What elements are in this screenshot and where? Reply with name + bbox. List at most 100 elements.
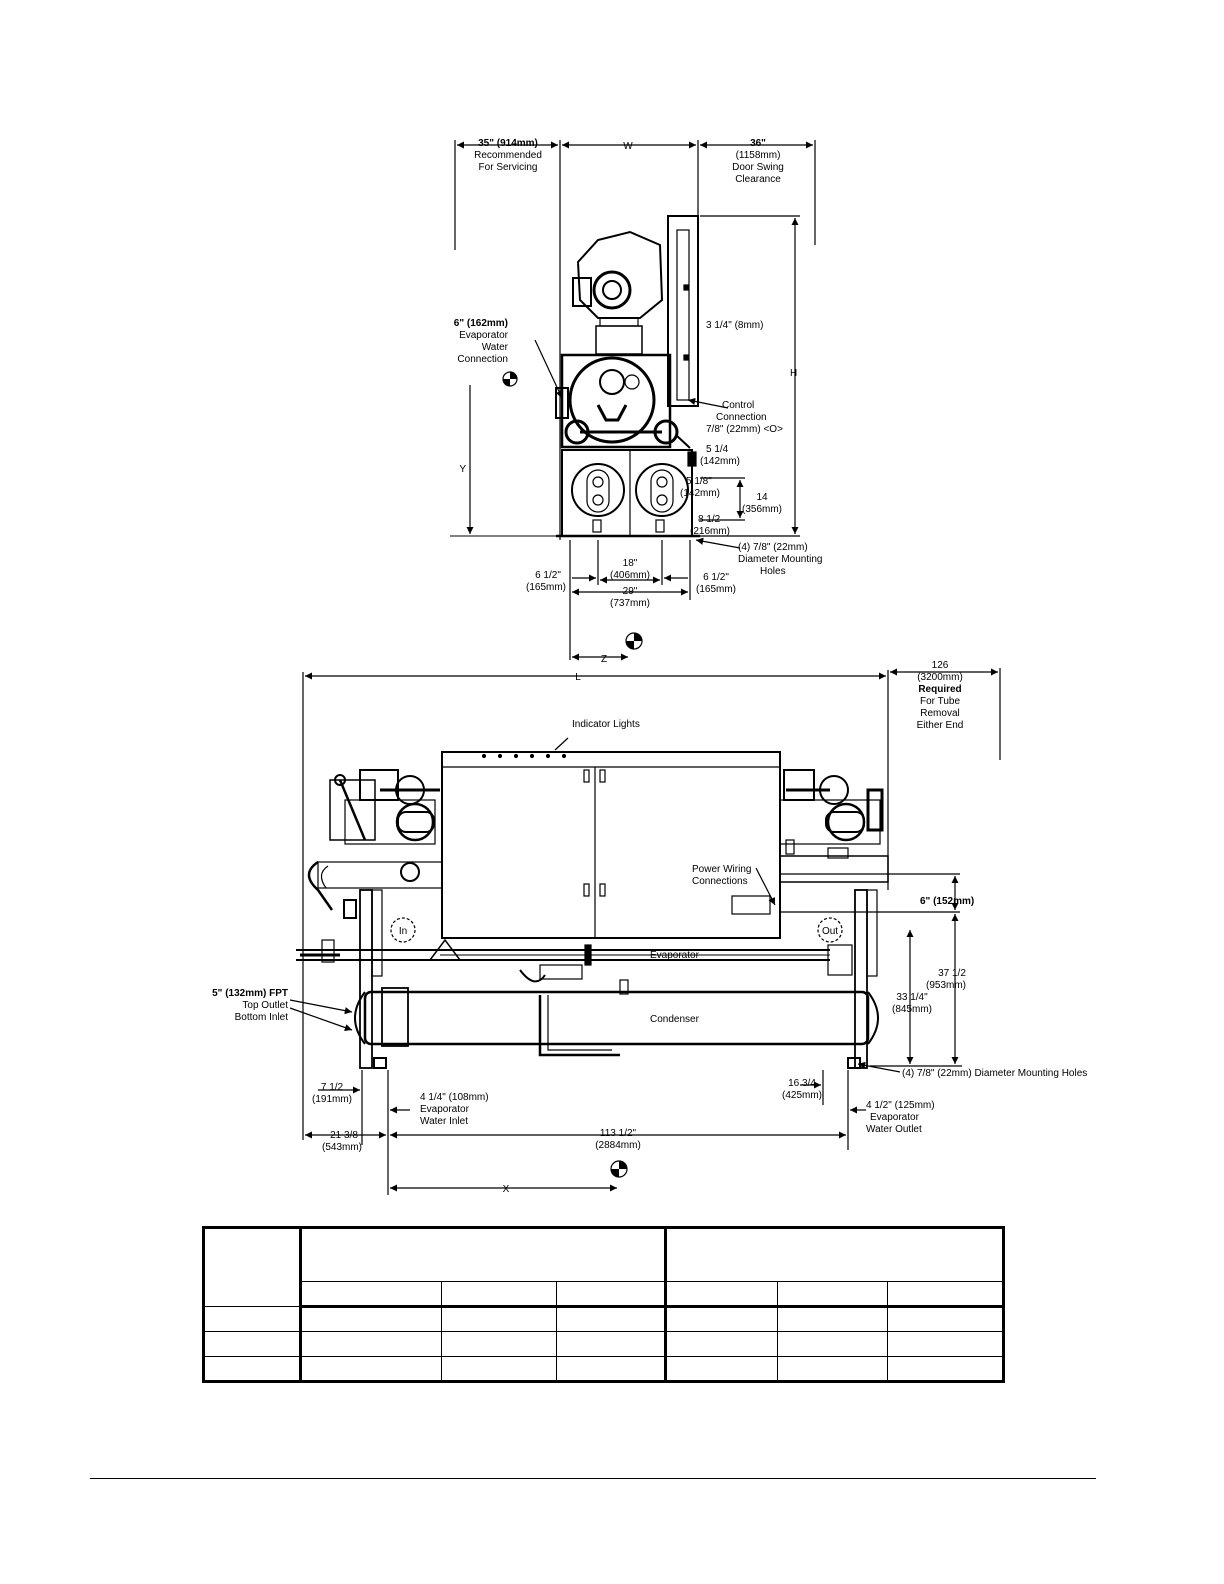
z-label: Z bbox=[601, 654, 607, 665]
center-of-gravity-icon bbox=[610, 1160, 628, 1178]
end-view bbox=[450, 140, 816, 661]
center-of-gravity-icon bbox=[625, 632, 643, 650]
mounting-holes-line2: Diameter Mounting bbox=[738, 554, 822, 565]
table-cell bbox=[202, 1355, 303, 1383]
table-cell bbox=[886, 1305, 1005, 1332]
evaporator-label: Evaporator bbox=[650, 950, 700, 961]
evap-conn-line1: 6" (162mm) bbox=[454, 318, 508, 329]
table-cell bbox=[556, 1355, 667, 1383]
length-label: L bbox=[575, 672, 581, 683]
dim-left-line2: (165mm) bbox=[526, 582, 566, 593]
dim-5-38-line2: (142mm) bbox=[680, 488, 720, 499]
control-conn-line2: Connection bbox=[716, 412, 767, 423]
footer-rule bbox=[90, 1478, 1096, 1479]
width-label: W bbox=[623, 141, 633, 152]
control-conn-line1: Control bbox=[722, 400, 754, 411]
table-cell bbox=[886, 1330, 1005, 1357]
dim-right-line1: 6 1/2" bbox=[703, 572, 729, 583]
table-cell bbox=[441, 1355, 558, 1383]
dim-7-line2: (191mm) bbox=[312, 1094, 352, 1105]
dim-14-line1: 14 bbox=[756, 492, 768, 503]
dim-33-line2: (845mm) bbox=[892, 1004, 932, 1015]
evap-outlet-line1: 4 1/2" (125mm) bbox=[866, 1100, 935, 1111]
dim-29-line2: (737mm) bbox=[610, 598, 650, 609]
table-cell bbox=[776, 1305, 888, 1332]
dim-5-14-line2: (142mm) bbox=[700, 456, 740, 467]
table-group-header-1 bbox=[300, 1226, 667, 1283]
table-cell bbox=[300, 1355, 443, 1383]
clearance-right-line4: Clearance bbox=[735, 174, 781, 185]
table-subheader bbox=[664, 1281, 778, 1308]
table-row bbox=[202, 1305, 1005, 1332]
table-subheader bbox=[441, 1281, 558, 1308]
dim-8-12-line1: 8 1/2 bbox=[698, 514, 721, 525]
dim-37-line2: (953mm) bbox=[926, 980, 966, 991]
dim-21-line2: (543mm) bbox=[322, 1142, 362, 1153]
table-cell bbox=[886, 1355, 1005, 1383]
tube-removal-line6: Either End bbox=[917, 720, 964, 731]
table-cell bbox=[664, 1355, 778, 1383]
table-row bbox=[202, 1330, 1005, 1357]
table-cell bbox=[202, 1330, 303, 1357]
center-of-gravity-icon bbox=[502, 371, 518, 387]
dim-5-14-line1: 5 1/4 bbox=[706, 444, 729, 455]
table-cell bbox=[202, 1305, 303, 1332]
table-cell bbox=[776, 1355, 888, 1383]
dim-18-line1: 18" bbox=[623, 558, 638, 569]
front-view-labels: L 126 (3200mm) Required For Tube Removal… bbox=[212, 660, 1087, 1195]
dim-7-line1: 7 1/2 bbox=[321, 1082, 344, 1093]
cond-inlet-line1: 5" (132mm) FPT bbox=[212, 988, 288, 999]
table-cell bbox=[300, 1330, 443, 1357]
table-subheader bbox=[300, 1281, 443, 1308]
dim-right-line2: (165mm) bbox=[696, 584, 736, 595]
control-conn-line3: 7/8" (22mm) <O> bbox=[706, 424, 783, 435]
tube-removal-line2: (3200mm) bbox=[917, 672, 963, 683]
tube-removal-line1: 126 bbox=[932, 660, 949, 671]
tube-removal-line5: Removal bbox=[920, 708, 959, 719]
clearance-right-line2: (1158mm) bbox=[736, 150, 781, 161]
x-label: X bbox=[503, 1184, 510, 1195]
cond-inlet-line2: Top Outlet bbox=[242, 1000, 288, 1011]
table-cell bbox=[441, 1305, 558, 1332]
table-cell bbox=[300, 1305, 443, 1332]
power-wiring-line1: Power Wiring bbox=[692, 864, 751, 875]
evap-outlet-line2: Evaporator bbox=[870, 1112, 920, 1123]
dim-6-label: 6" (152mm) bbox=[920, 896, 974, 907]
dim-29-line1: 29" bbox=[623, 586, 638, 597]
dim-left-line1: 6 1/2" bbox=[535, 570, 561, 581]
clearance-left-line3: For Servicing bbox=[479, 162, 538, 173]
table-subheader bbox=[886, 1281, 1005, 1308]
dim-21-line1: 21 3/8 bbox=[330, 1130, 358, 1141]
dim-16-line1: 16 3/4 bbox=[788, 1078, 816, 1089]
table-cell bbox=[664, 1305, 778, 1332]
evap-inlet-line3: Water Inlet bbox=[420, 1116, 468, 1127]
tube-removal-line4: For Tube bbox=[920, 696, 960, 707]
evap-outlet-line3: Water Outlet bbox=[866, 1124, 922, 1135]
dim-5-38-line1: 5 1/8" bbox=[686, 476, 712, 487]
clearance-right-line3: Door Swing bbox=[732, 162, 784, 173]
indicator-lights-label: Indicator Lights bbox=[572, 719, 640, 730]
in-label: In bbox=[399, 926, 407, 937]
clearance-right-line1: 36" bbox=[750, 138, 766, 149]
end-view-labels: 35" (914mm) Recommended For Servicing W … bbox=[454, 138, 823, 665]
y-label: Y bbox=[459, 464, 466, 475]
dimension-table bbox=[202, 1226, 1005, 1383]
evap-inlet-line2: Evaporator bbox=[420, 1104, 470, 1115]
cond-holes-label: (4) 7/8" (22mm) Diameter Mounting Holes bbox=[902, 1068, 1087, 1079]
evap-conn-line3: Water bbox=[482, 342, 509, 353]
table-subheader bbox=[776, 1281, 888, 1308]
table-cell bbox=[556, 1330, 667, 1357]
table-header-model bbox=[202, 1227, 303, 1307]
bracket-dim: 3 1/4" (8mm) bbox=[706, 320, 763, 331]
table-cell bbox=[664, 1330, 778, 1357]
table-cell bbox=[776, 1330, 888, 1357]
evap-conn-line4: Connection bbox=[457, 354, 508, 365]
evap-conn-line2: Evaporator bbox=[459, 330, 509, 341]
dim-37-line1: 37 1/2 bbox=[938, 968, 966, 979]
evap-inlet-line1: 4 1/4" (108mm) bbox=[420, 1092, 489, 1103]
clearance-left-line1: 35" (914mm) bbox=[478, 138, 538, 149]
table-cell bbox=[441, 1330, 558, 1357]
dim-113-line1: 113 1/2" bbox=[600, 1128, 637, 1139]
height-label: H bbox=[790, 368, 797, 379]
